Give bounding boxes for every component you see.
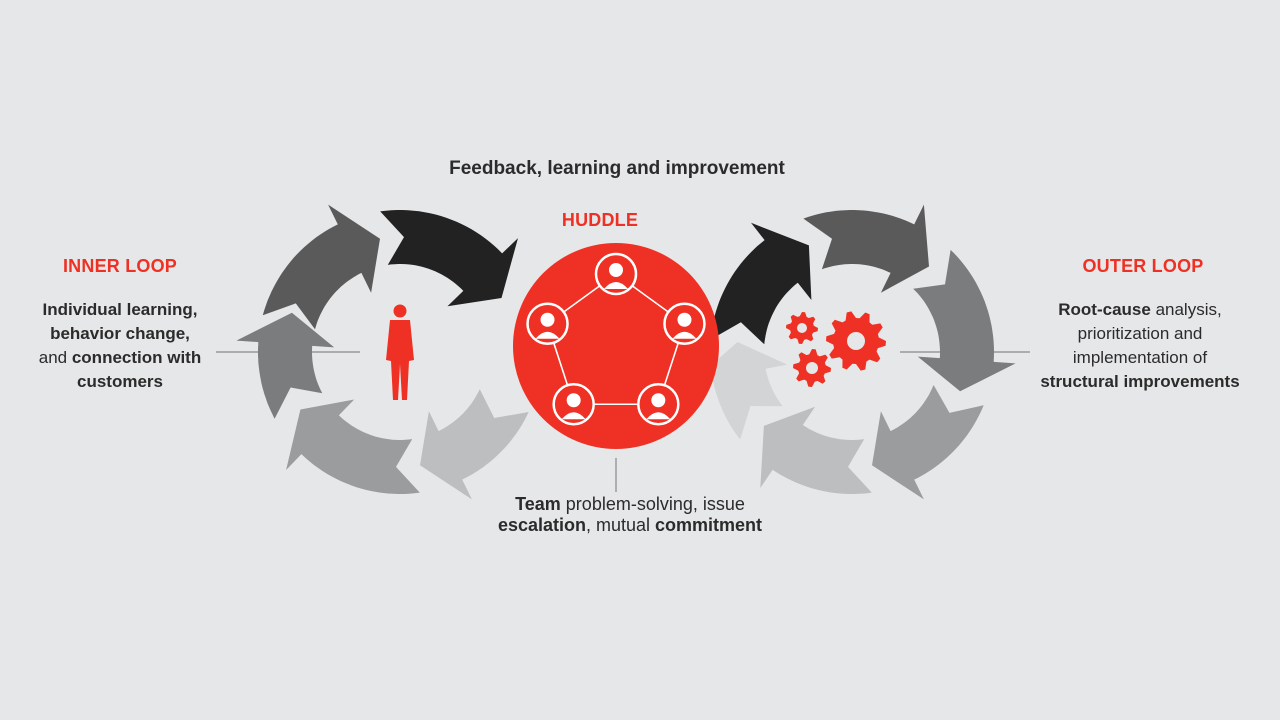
medium-gear-icon [793, 349, 831, 387]
team-member-icon [552, 382, 595, 426]
small-gear-icon [786, 312, 818, 344]
large-gear-icon [826, 311, 886, 371]
huddle-desc-part-2: problem-solving, issue [560, 494, 745, 514]
team-member-icon [526, 302, 569, 346]
outer-desc-line-1b: analysis, [1150, 300, 1222, 319]
huddle-title: HUDDLE [561, 210, 639, 230]
inner-loop-title: INNER LOOP [62, 256, 177, 276]
outer-loop-arrow-3 [913, 249, 1016, 392]
inner-desc-line-2: behavior change, [50, 324, 190, 343]
team-network [526, 252, 706, 426]
outer-loop-arrow-5 [760, 406, 872, 494]
huddle-desc-part-4: , mutual [586, 515, 656, 535]
outer-loop-title: OUTER LOOP [1082, 256, 1204, 276]
inner-desc-line-3b: connection with [71, 348, 202, 367]
huddle-desc-part-3: escalation [497, 515, 586, 535]
outer-loop-description: Root-cause analysis, prioritization and … [1020, 298, 1260, 394]
inner-desc-line-3a: and [38, 348, 72, 367]
outer-loop-arrows [691, 204, 1016, 500]
feedback-caption: Feedback, learning and improvement [449, 158, 785, 179]
outer-desc-line-2: prioritization and [1077, 324, 1203, 343]
team-member-icon [637, 382, 680, 426]
huddle-description: Team problem-solving, issue escalation, … [460, 494, 800, 536]
inner-loop-arrow-3 [420, 389, 529, 500]
huddle-desc-part-1: Team [515, 494, 561, 514]
inner-loop-arrow-1 [262, 204, 380, 330]
inner-loop-description: Individual learning, behavior change, an… [20, 298, 220, 394]
huddle-desc-part-5: commitment [655, 515, 763, 535]
inner-loop-arrow-5 [236, 312, 335, 419]
outer-loop-arrow-4 [872, 385, 984, 500]
inner-loop-arrow-2 [380, 210, 518, 307]
team-member-icon [594, 252, 638, 296]
outer-loop-arrow-2 [803, 204, 929, 293]
outer-desc-line-3: implementation of [1072, 348, 1208, 367]
person-icon [386, 304, 414, 400]
outer-desc-line-4: structural improvements [1040, 372, 1240, 391]
inner-desc-line-4: customers [77, 372, 163, 391]
inner-loop-arrow-4 [286, 399, 420, 494]
inner-desc-line-1: Individual learning, [42, 300, 198, 319]
outer-loop-arrow-1 [710, 222, 812, 345]
inner-loop-arrows [236, 204, 529, 500]
outer-desc-line-1a: Root-cause [1058, 300, 1151, 319]
gears-icon [786, 311, 886, 387]
team-member-icon [663, 302, 706, 346]
